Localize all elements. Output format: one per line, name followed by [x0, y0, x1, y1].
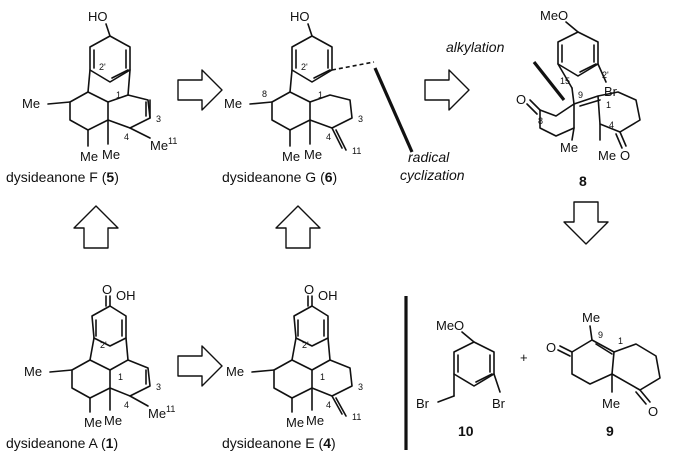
methyl-label: Me [304, 147, 322, 162]
compound-number: 10 [458, 423, 474, 439]
biosynthetic-arrow [275, 205, 321, 249]
locant-11: 11 [352, 412, 361, 422]
locant-11: 11 [168, 136, 177, 146]
oxo-label: O [546, 340, 556, 355]
structure-dysideanone-a: O OH 2' Me Me Me Me 11 1 3 4 dysideanone… [6, 282, 175, 451]
bromo-label: Br [416, 396, 430, 411]
locant-3: 3 [358, 382, 363, 392]
structure-dysideanone-g: HO 2' Me 8 Me Me 11 1 3 4 dysideanone G … [222, 9, 465, 185]
methyl-label: Me [24, 364, 42, 379]
structure-compound-9: Me 9 1 O Me O 9 [546, 310, 661, 439]
methyl-label: Me [560, 140, 578, 155]
compound-number: 9 [606, 423, 614, 439]
methyl-label: Me [602, 396, 620, 411]
methyl-label: Me [306, 413, 324, 428]
structure-compound-10: MeO Br Br 10 [416, 318, 506, 439]
methoxy-label: MeO [436, 318, 464, 333]
methyl-label: Me [84, 415, 102, 430]
locant-2prime: 2' [602, 70, 609, 80]
oxo-label: O [516, 92, 526, 107]
locant-4: 4 [124, 132, 129, 142]
locant-1: 1 [116, 90, 121, 100]
locant-8: 8 [538, 116, 543, 126]
methyl-label: Me [286, 415, 304, 430]
compound-name: dysideanone G (6) [222, 169, 337, 185]
locant-4: 4 [326, 400, 331, 410]
locant-1: 1 [318, 90, 323, 100]
compound-name: dysideanone F (5) [6, 169, 119, 185]
structure-dysideanone-e: O OH 2' Me Me Me 11 1 3 4 dysideanone E … [222, 282, 363, 451]
bromo-label: Br [492, 396, 506, 411]
locant-4: 4 [124, 400, 129, 410]
retro-arrow [424, 69, 470, 111]
locant-1: 1 [320, 372, 325, 382]
locant-9: 9 [598, 330, 603, 340]
oxo-label: O [304, 282, 314, 297]
plus-sign: + [520, 350, 528, 365]
methyl-label: Me [582, 310, 600, 325]
hydroxy-label: OH [318, 288, 338, 303]
annotation-radical: radical [408, 149, 450, 165]
compound-name: dysideanone E (4) [222, 435, 336, 451]
locant-2prime: 2' [100, 340, 107, 350]
methyl-label: Me [150, 138, 168, 153]
locant-2prime: 2' [302, 340, 309, 350]
oxo-label: O [620, 148, 630, 163]
locant-9: 9 [578, 90, 583, 100]
methyl-label: Me [80, 149, 98, 164]
locant-8: 8 [262, 89, 267, 99]
annotation-cyclization: cyclization [400, 167, 465, 183]
bromo-label: Br [604, 84, 618, 99]
locant-4: 4 [326, 132, 331, 142]
methyl-label: Me [598, 148, 616, 163]
methyl-label: Me [102, 147, 120, 162]
hydroxy-label: HO [88, 9, 108, 24]
methyl-label: Me [148, 406, 166, 421]
retro-arrow [177, 69, 223, 111]
methyl-label: Me [226, 364, 244, 379]
methyl-label: Me [282, 149, 300, 164]
locant-1: 1 [118, 372, 123, 382]
compound-number: 8 [579, 173, 587, 189]
biosynthetic-arrow [73, 205, 119, 249]
methyl-label: Me [22, 96, 40, 111]
biosynthetic-arrow [177, 345, 223, 387]
methyl-label: Me [104, 413, 122, 428]
locant-3: 3 [358, 114, 363, 124]
oxo-label: O [102, 282, 112, 297]
locant-4: 4 [609, 120, 614, 130]
locant-1: 1 [606, 100, 611, 110]
hydroxy-label: HO [290, 9, 310, 24]
locant-2prime: 2' [99, 62, 106, 72]
compound-name: dysideanone A (1) [6, 435, 118, 451]
locant-1: 1 [618, 336, 623, 346]
locant-3: 3 [156, 114, 161, 124]
structure-dysideanone-f: HO 2' Me Me Me Me 11 1 3 4 dysideanone F… [6, 9, 177, 185]
locant-11: 11 [166, 404, 175, 414]
methoxy-label: MeO [540, 8, 568, 23]
locant-3: 3 [156, 382, 161, 392]
hydroxy-label: OH [116, 288, 136, 303]
retro-arrow [563, 201, 609, 245]
locant-11: 11 [352, 146, 361, 156]
oxo-label: O [648, 404, 658, 419]
locant-15: 15 [560, 76, 570, 86]
annotation-alkylation: alkylation [446, 39, 505, 55]
locant-2prime: 2' [301, 62, 308, 72]
structure-compound-8: MeO 2' Br 15 alkylation 9 1 O 8 Me Me O … [446, 8, 641, 189]
methyl-label: Me [224, 96, 242, 111]
